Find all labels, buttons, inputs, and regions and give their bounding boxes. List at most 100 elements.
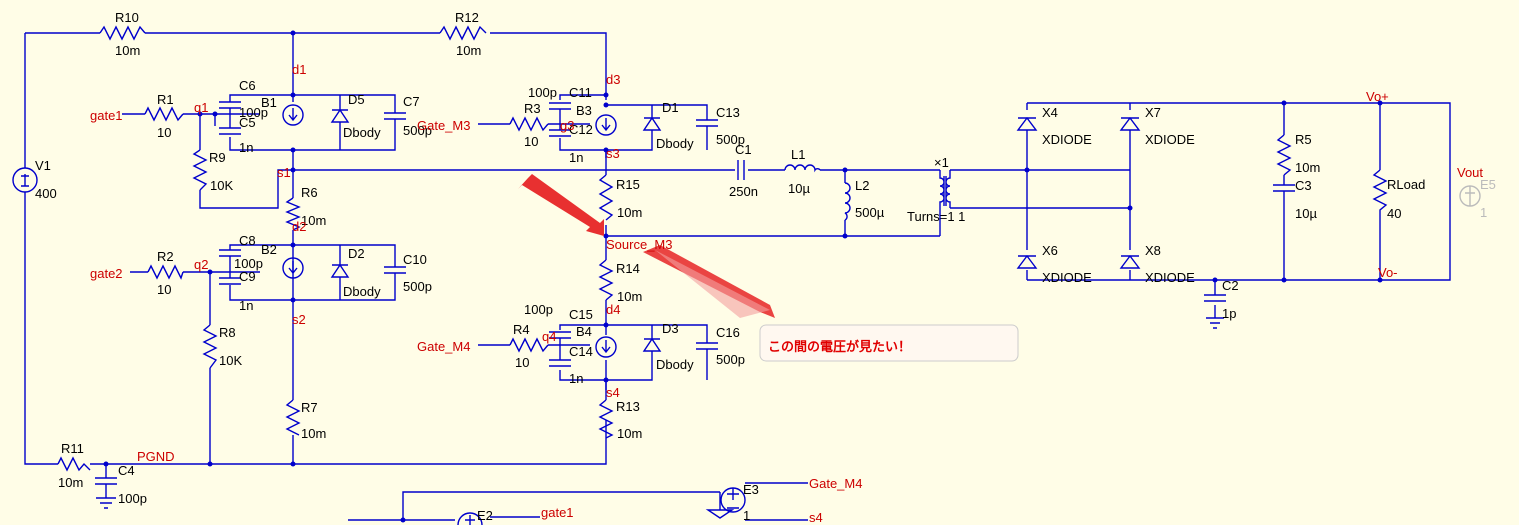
junction-dot xyxy=(603,233,609,239)
value-C14: 1n xyxy=(569,371,583,386)
resistor-R3 xyxy=(509,116,549,132)
net-s1: s1 xyxy=(277,165,291,180)
junction-dot xyxy=(1281,100,1287,106)
resistor-RLoad xyxy=(1372,169,1388,220)
net-d3: d3 xyxy=(606,72,620,87)
net-vo-minus: Vo- xyxy=(1378,265,1398,280)
label-R5: R5 xyxy=(1295,132,1312,147)
label-C7: C7 xyxy=(403,94,420,109)
junction-dot xyxy=(1024,167,1030,173)
value-C7: 500p xyxy=(403,123,432,138)
junction-dot xyxy=(290,92,296,98)
label-E3: E3 xyxy=(743,482,759,497)
dependent-source-E2 xyxy=(457,512,483,525)
diode-D3 xyxy=(642,335,662,360)
net-s4: s4 xyxy=(606,385,620,400)
value-L2: 500µ xyxy=(855,205,885,220)
label-R8: R8 xyxy=(219,325,236,340)
label-D3: D3 xyxy=(662,321,679,336)
capacitor-C13 xyxy=(696,113,718,135)
label-R3: R3 xyxy=(524,101,541,116)
label-B4: B4 xyxy=(576,324,592,339)
value-C10: 500p xyxy=(403,279,432,294)
capacitor-C12 xyxy=(549,109,571,137)
junction-dot xyxy=(290,297,296,303)
label-R9: R9 xyxy=(209,150,226,165)
label-R4: R4 xyxy=(513,322,530,337)
junction-dot xyxy=(1212,277,1218,283)
junction-dot xyxy=(1377,100,1383,106)
value-D2: Dbody xyxy=(343,284,381,299)
net-d2: d2 xyxy=(292,219,306,234)
diode-D1 xyxy=(642,112,662,135)
net-source-m3: Source_M3 xyxy=(606,237,672,252)
label-R7: R7 xyxy=(301,400,318,415)
net-q2: q2 xyxy=(194,257,208,272)
parts xyxy=(12,25,1481,525)
label-X1: ×1 xyxy=(934,155,949,170)
current-source-B3 xyxy=(595,114,617,136)
value-R11: 10m xyxy=(58,475,83,490)
junction-dot xyxy=(1127,205,1133,211)
net-d4: d4 xyxy=(606,302,620,317)
junction-dot xyxy=(603,147,609,153)
net-vout: Vout xyxy=(1457,165,1483,180)
net-q1: q1 xyxy=(194,100,208,115)
value-C11: 100p xyxy=(528,85,557,100)
value-R3: 10 xyxy=(524,134,538,149)
label-E2: E2 xyxy=(477,508,493,523)
capacitor-C2 xyxy=(1204,294,1226,302)
capacitor-C1 xyxy=(737,160,745,180)
label-B2: B2 xyxy=(261,242,277,257)
label-D5: D5 xyxy=(348,92,365,107)
junction-dot xyxy=(290,242,296,248)
value-R15: 10m xyxy=(617,205,642,220)
junction-dot xyxy=(290,30,296,36)
resistor-R1 xyxy=(144,106,184,122)
label-C16: C16 xyxy=(716,325,740,340)
value-X4: XDIODE xyxy=(1042,132,1092,147)
net-g3: g3 xyxy=(560,118,574,133)
value-R8: 10K xyxy=(219,353,242,368)
resistor-R13 xyxy=(598,399,614,439)
net-d1: d1 xyxy=(292,62,306,77)
value-D5: Dbody xyxy=(343,125,381,140)
value-C8: 100p xyxy=(234,256,263,271)
junction-dot xyxy=(603,377,609,383)
value-R7: 10m xyxy=(301,426,326,441)
value-C12: 1n xyxy=(569,150,583,165)
annotation: この間の電圧が見たい！ xyxy=(518,174,1019,362)
resistor-R5 xyxy=(1276,134,1292,176)
value-E5: 1 xyxy=(1480,205,1487,220)
label-R12: R12 xyxy=(455,10,479,25)
capacitor-C7 xyxy=(384,103,406,125)
junction-dot xyxy=(207,269,213,275)
label-B3: B3 xyxy=(576,103,592,118)
label-C2: C2 xyxy=(1222,278,1239,293)
resistor-R11 xyxy=(57,456,91,472)
value-R5: 10m xyxy=(1295,160,1320,175)
diode-X8 xyxy=(1119,254,1141,269)
label-R13: R13 xyxy=(616,399,640,414)
value-R14: 10m xyxy=(617,289,642,304)
value-R12: 10m xyxy=(456,43,481,58)
label-C13: C13 xyxy=(716,105,740,120)
labels: R10 10m R12 10m V1 400 R1 10 R9 10K C6 1… xyxy=(35,10,1496,523)
value-V1: 400 xyxy=(35,186,57,201)
label-C6: C6 xyxy=(239,78,256,93)
resistor-R10 xyxy=(99,25,146,41)
value-R9: 10K xyxy=(210,178,233,193)
label-C9: C9 xyxy=(239,269,256,284)
value-X1: Turns=1 1 xyxy=(907,209,965,224)
resistor-R14 xyxy=(598,259,614,301)
value-C13: 500p xyxy=(716,132,745,147)
capacitor-C6 xyxy=(219,101,241,109)
junction-dot xyxy=(197,111,203,117)
resistor-R15 xyxy=(598,174,614,221)
net-e3-gate: Gate_M4 xyxy=(809,476,862,491)
net-gate-m3: Gate_M3 xyxy=(417,118,470,133)
junction-dot xyxy=(290,147,296,153)
value-R13: 10m xyxy=(617,426,642,441)
label-C5: C5 xyxy=(239,115,256,130)
capacitor-C5 xyxy=(219,108,241,135)
